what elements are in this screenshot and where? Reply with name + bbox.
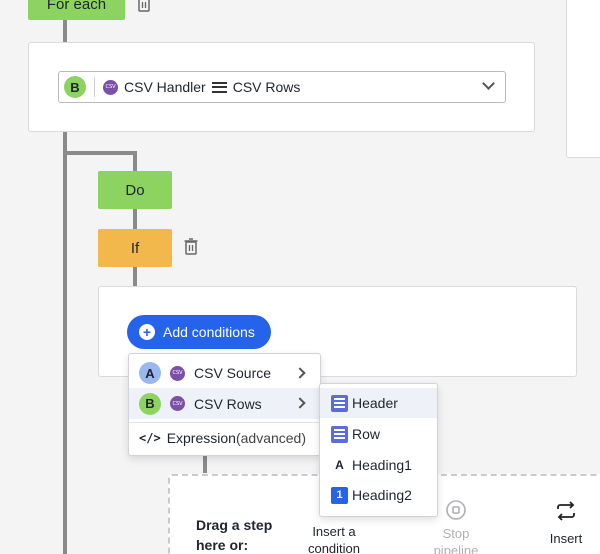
list-icon <box>331 425 348 443</box>
menu-item-csv-source[interactable]: A CSV CSV Source <box>129 359 320 387</box>
stop-pipeline-button[interactable]: Stop pipeline <box>430 499 482 554</box>
expression-label: Expression <box>166 430 236 446</box>
trash-icon[interactable] <box>184 238 198 255</box>
iteration-source-select[interactable]: B CSV CSV Handler CSV Rows <box>58 71 506 103</box>
chevron-down-icon[interactable] <box>482 77 495 90</box>
drag-hint: Drag a step here or: <box>196 515 272 554</box>
insert-loop-label: Insert <box>549 531 583 546</box>
list-icon <box>211 81 227 93</box>
chevron-right-icon <box>294 367 306 379</box>
for-each-label: For each <box>46 0 107 13</box>
csv-app-icon: CSV <box>170 396 185 411</box>
text-type-icon: A <box>335 458 344 472</box>
list-icon <box>331 394 348 412</box>
submenu-item-label: Row <box>352 426 381 442</box>
submenu-item-heading1[interactable]: A Heading1 <box>320 450 437 480</box>
submenu-item-label: Header <box>352 395 398 411</box>
flow-connector <box>133 266 137 286</box>
stop-line: Stop <box>442 526 470 541</box>
expression-suffix: (advanced) <box>235 430 306 446</box>
code-icon: </> <box>139 431 161 445</box>
trash-icon[interactable] <box>137 0 151 12</box>
submenu-item-header[interactable]: Header <box>320 388 437 418</box>
for-each-step[interactable]: For each <box>28 0 125 20</box>
flow-connector <box>63 132 67 554</box>
flow-connector <box>133 209 137 229</box>
do-label: Do <box>125 181 145 199</box>
step-badge: B <box>139 392 161 415</box>
add-conditions-button[interactable]: + Add conditions <box>127 315 271 349</box>
menu-item-label: CSV Rows <box>194 395 262 412</box>
plus-icon: + <box>139 324 155 340</box>
flow-connector <box>133 151 137 173</box>
flow-connector <box>63 20 67 42</box>
select-source-name: CSV Handler <box>124 79 206 95</box>
flow-connector <box>63 151 137 155</box>
menu-item-csv-rows[interactable]: B CSV CSV Rows <box>129 388 320 419</box>
divider <box>94 77 95 97</box>
drag-hint-line: here or: <box>196 537 249 553</box>
drag-hint-line: Drag a step <box>196 517 273 533</box>
loop-icon <box>557 501 575 521</box>
menu-item-expression[interactable]: </> Expression (advanced) <box>129 424 320 452</box>
insert-condition-line: Insert a <box>312 524 356 539</box>
add-conditions-label: Add conditions <box>163 324 255 340</box>
csv-app-icon: CSV <box>103 79 118 95</box>
number-type-icon: 1 <box>331 486 348 504</box>
insert-condition-line: condition <box>307 541 361 554</box>
flow-connector <box>203 455 207 473</box>
submenu-item-label: Heading1 <box>352 457 412 473</box>
stop-icon <box>446 500 466 520</box>
insert-loop-button[interactable]: Insert <box>540 498 592 547</box>
stop-line: pipeline <box>433 543 479 554</box>
csv-rows-submenu: Header Row A Heading1 1 Heading2 <box>319 383 438 517</box>
if-label: If <box>130 239 140 257</box>
select-field-name: CSV Rows <box>232 79 301 95</box>
submenu-item-label: Heading2 <box>352 487 412 503</box>
step-badge: A <box>139 362 161 384</box>
do-step[interactable]: Do <box>98 171 172 209</box>
chevron-right-icon <box>294 397 306 409</box>
step-badge: B <box>64 76 86 98</box>
menu-item-label: CSV Source <box>194 365 272 381</box>
insert-condition-button[interactable]: Insert a condition <box>300 503 368 554</box>
menu-divider <box>129 422 320 423</box>
conditions-menu: A CSV CSV Source B CSV CSV Rows </> Expr… <box>128 353 321 456</box>
if-step[interactable]: If <box>98 229 172 267</box>
side-panel <box>566 0 600 158</box>
submenu-item-row[interactable]: Row <box>320 419 437 449</box>
csv-app-icon: CSV <box>170 365 185 381</box>
submenu-item-heading2[interactable]: 1 Heading2 <box>320 480 437 510</box>
